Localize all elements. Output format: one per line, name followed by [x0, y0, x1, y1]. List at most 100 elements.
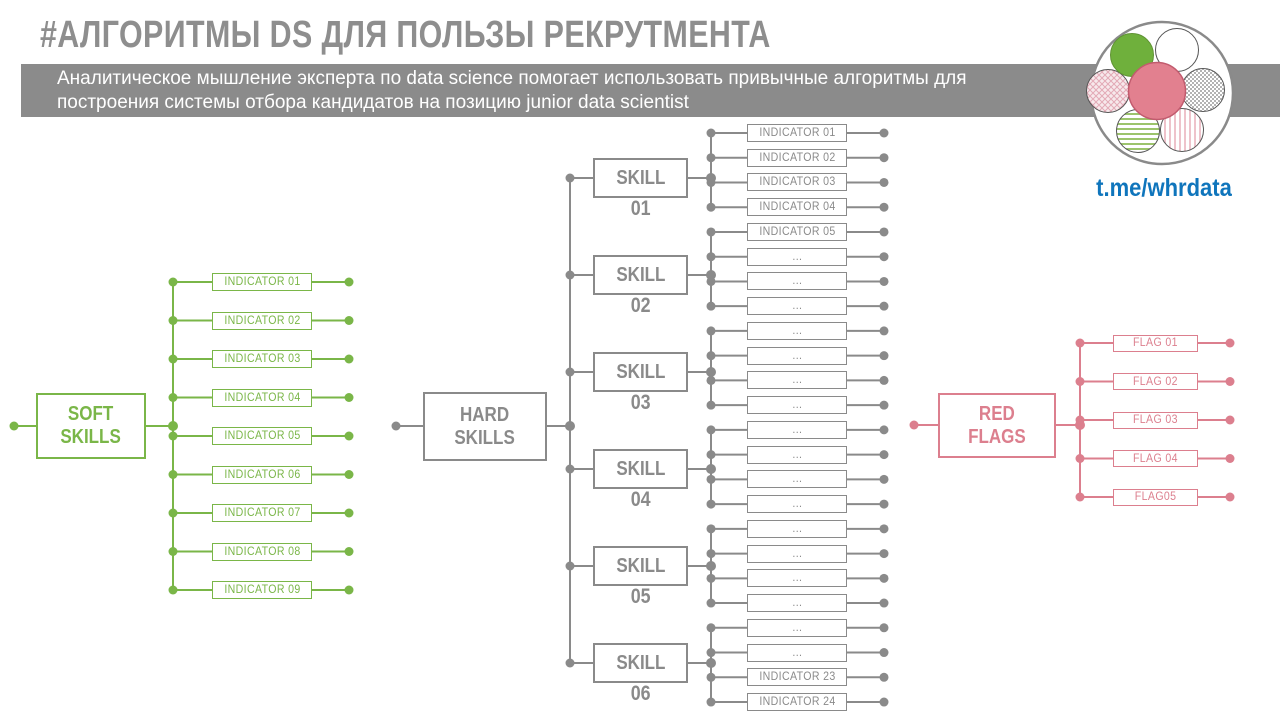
- indicator-box-label: INDICATOR 05: [758, 225, 836, 238]
- indicator-box-label: INDICATOR 01: [758, 127, 836, 139]
- indicator-box: ...: [747, 371, 847, 390]
- skill-number-label: 06: [630, 682, 651, 705]
- indicator-box-label: ...: [792, 250, 802, 263]
- flag-box: FLAG05: [1113, 488, 1198, 506]
- skill-box: SKILL: [593, 352, 688, 392]
- skill-box: SKILL: [593, 255, 688, 295]
- skill-number: 03: [593, 392, 688, 413]
- indicator-box: ...: [747, 445, 847, 464]
- indicator-box-label: ...: [792, 646, 802, 659]
- indicator-box-label: ...: [792, 324, 802, 337]
- indicator-box: ...: [747, 618, 847, 637]
- node-dot: [879, 351, 889, 361]
- skill-number: 05: [593, 585, 688, 608]
- subtitle-line-2: построения системы отбора кандидатов на …: [57, 91, 689, 113]
- indicator-box-label: INDICATOR 02: [758, 151, 836, 164]
- node-dot: [879, 450, 889, 460]
- telegram-link[interactable]: t.me/whrdata: [1096, 174, 1232, 202]
- indicator-box-label: INDICATOR 01: [223, 276, 301, 288]
- node-dot: [879, 326, 889, 336]
- skill-number-label: 01: [630, 197, 651, 220]
- node-dot: [879, 301, 889, 311]
- skill-box-label: SKILL: [615, 554, 666, 577]
- node-dot: [1225, 454, 1235, 463]
- indicator-box-label: ...: [792, 498, 802, 511]
- indicator-box-label: INDICATOR 07: [223, 507, 301, 519]
- node-dot: [879, 375, 889, 385]
- indicator-box-label: ...: [792, 547, 802, 560]
- indicator-box-label: ...: [792, 621, 802, 634]
- node-dot: [1225, 492, 1235, 502]
- indicator-box: INDICATOR 24: [747, 693, 847, 712]
- node-dot: [879, 697, 889, 707]
- node-dot: [879, 598, 889, 608]
- red-flags-root-box-label: RED: [979, 402, 1015, 425]
- indicator-box-label: INDICATOR 04: [758, 201, 836, 214]
- indicator-box-label: ...: [792, 275, 802, 288]
- skill-box-label: SKILL: [615, 263, 666, 286]
- skill-number: 06: [593, 682, 688, 705]
- node-dot: [1225, 377, 1235, 386]
- node-dot: [879, 202, 889, 212]
- skill-number-label: 05: [630, 585, 651, 608]
- indicator-box-label: ...: [792, 300, 802, 313]
- node-dot: [1225, 338, 1235, 348]
- node-dot: [879, 177, 889, 187]
- node-dot: [344, 431, 354, 441]
- indicator-box: INDICATOR 04: [747, 198, 847, 217]
- indicator-box: ...: [747, 420, 847, 439]
- indicator-box: INDICATOR 05: [212, 427, 312, 445]
- node-dot: [879, 648, 889, 658]
- indicator-box-label: INDICATOR 03: [758, 176, 836, 189]
- node-dot: [879, 227, 889, 237]
- indicator-box: INDICATOR 02: [747, 148, 847, 167]
- indicator-box-label: ...: [792, 572, 802, 585]
- node-dot: [344, 277, 354, 287]
- skill-box-label: SKILL: [615, 360, 666, 383]
- node-dot: [344, 585, 354, 595]
- indicator-box-label: ...: [792, 597, 802, 610]
- indicator-box: INDICATOR 23: [747, 668, 847, 687]
- indicator-box-label: INDICATOR 08: [223, 545, 301, 558]
- indicator-box: ...: [747, 272, 847, 291]
- subtitle-banner: Аналитическое мышление эксперта по data …: [21, 64, 1280, 117]
- indicator-box: INDICATOR 08: [212, 542, 312, 561]
- indicator-box: INDICATOR 04: [212, 388, 312, 407]
- logo-center-circle: [1127, 61, 1187, 121]
- indicator-box-label: INDICATOR 04: [223, 391, 301, 404]
- indicator-box: ...: [747, 297, 847, 316]
- skill-box: SKILL: [593, 449, 688, 489]
- indicator-box: INDICATOR 03: [747, 173, 847, 192]
- node-dot: [879, 153, 889, 163]
- indicator-box: INDICATOR 05: [747, 222, 847, 241]
- indicator-box-label: ...: [792, 349, 802, 362]
- skill-box-label: SKILL: [615, 166, 666, 189]
- node-dot: [879, 573, 889, 583]
- node-dot: [344, 316, 354, 325]
- indicator-box: ...: [747, 643, 847, 662]
- soft-skills-root-box-label: SKILLS: [60, 426, 122, 448]
- red-flags-root-box-label: FLAGS: [968, 425, 1026, 448]
- soft-skills-root-box-label: SOFT: [68, 403, 114, 425]
- node-dot: [879, 474, 889, 484]
- hard-skills-root-box-label: SKILLS: [454, 426, 516, 449]
- indicator-box-label: ...: [792, 448, 802, 461]
- indicator-box: ...: [747, 321, 847, 340]
- node-dot: [344, 547, 354, 556]
- flag-box-label: FLAG05: [1134, 491, 1177, 503]
- indicator-box-label: INDICATOR 05: [223, 430, 301, 442]
- indicator-box: INDICATOR 06: [212, 465, 312, 484]
- node-dot: [879, 276, 889, 286]
- skill-box: SKILL: [593, 546, 688, 586]
- indicator-box-label: INDICATOR 06: [223, 468, 301, 481]
- indicator-box: INDICATOR 09: [212, 581, 312, 599]
- indicator-box-label: INDICATOR 02: [223, 314, 301, 327]
- indicator-box-label: INDICATOR 09: [223, 584, 301, 596]
- indicator-box: ...: [747, 519, 847, 538]
- indicator-box-label: INDICATOR 24: [758, 696, 836, 709]
- indicator-box-label: ...: [792, 399, 802, 412]
- indicator-box-label: ...: [792, 374, 802, 387]
- skill-box: SKILL: [593, 643, 688, 683]
